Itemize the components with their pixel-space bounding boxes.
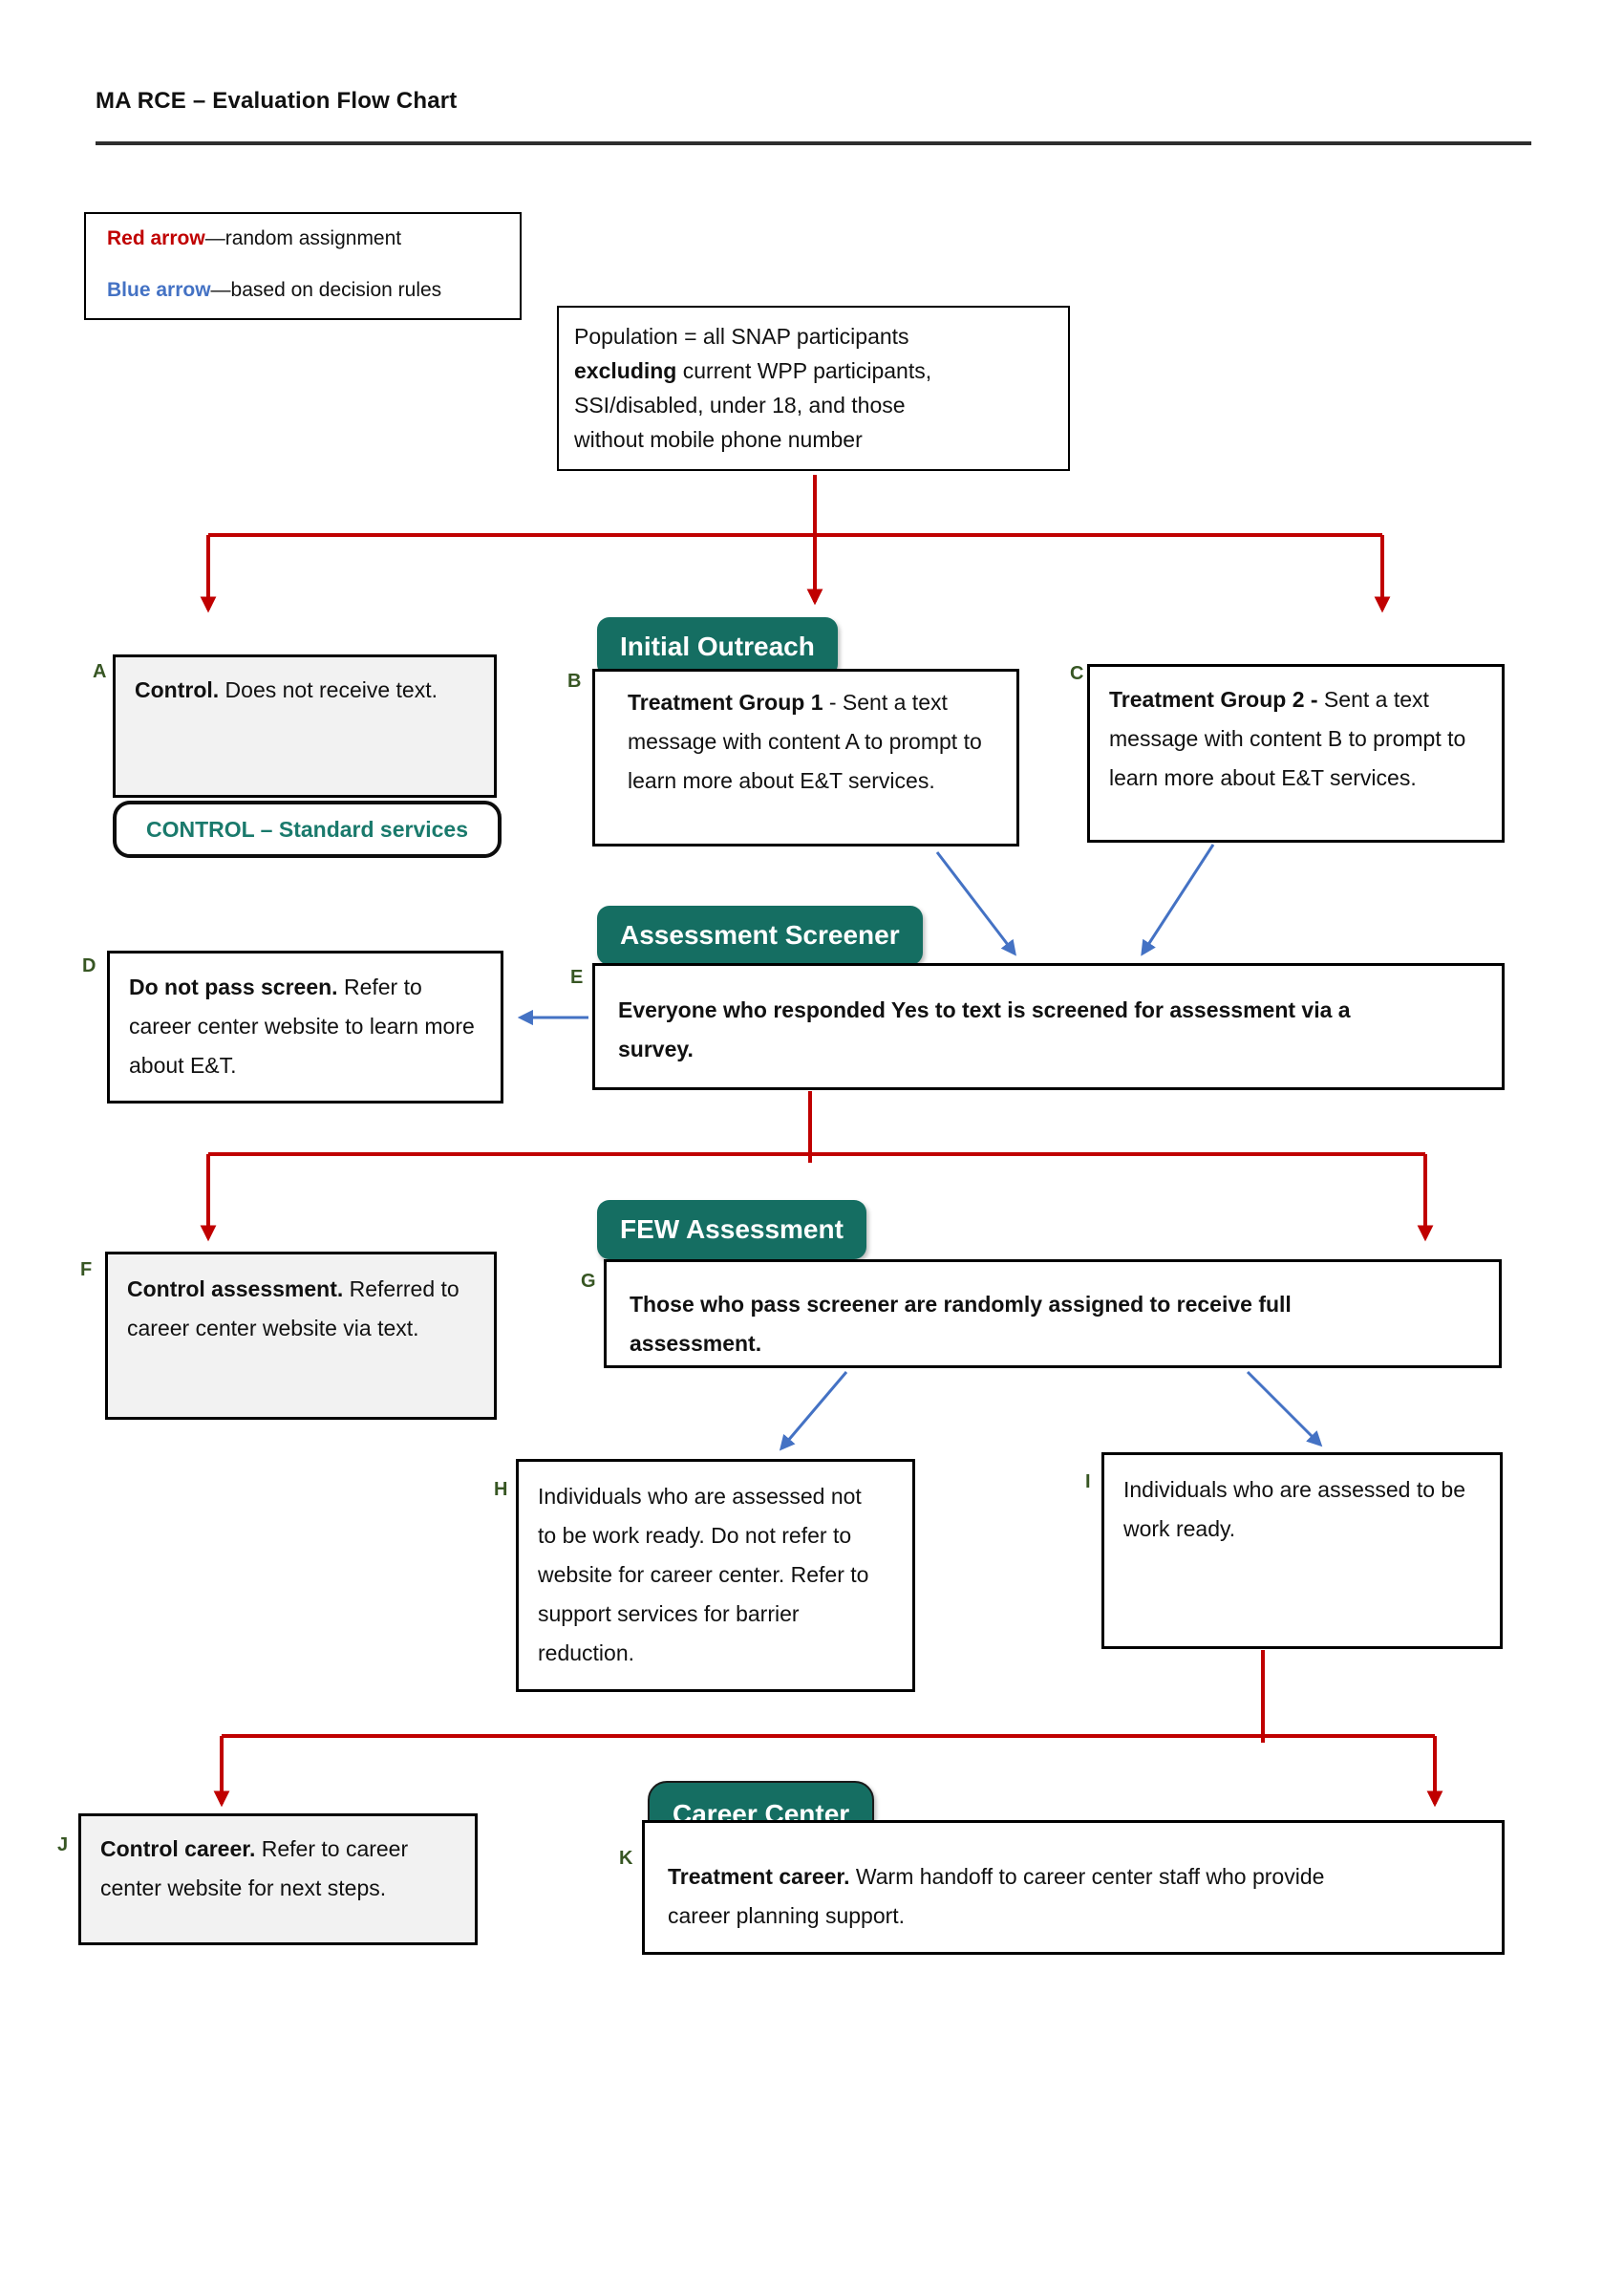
treatment-career-text: Warm handoff to career center staff who … xyxy=(668,1864,1325,1928)
node-label-k: K xyxy=(619,1848,633,1869)
stage-initial-outreach: Initial Outreach xyxy=(597,617,838,676)
work-ready-text: Individuals who are assessed to be work … xyxy=(1123,1477,1465,1541)
control-assessment-text: Referred to career center website via te… xyxy=(127,1276,459,1340)
screener-text: Everyone who responded Yes to text is sc… xyxy=(618,997,1351,1061)
not-work-ready-box: Individuals who are assessed not to be w… xyxy=(516,1459,915,1692)
legend-red-arrow: Red arrow—random assignment xyxy=(107,227,520,250)
population-text-pre: Population = all SNAP participants xyxy=(574,324,909,349)
page-title: MA RCE – Evaluation Flow Chart xyxy=(96,88,458,114)
treatment-group2-lead: Treatment Group 2 - xyxy=(1109,687,1318,712)
screener-box: Everyone who responded Yes to text is sc… xyxy=(592,963,1505,1090)
control-box-text: Does not receive text. xyxy=(219,677,438,702)
control-career-lead: Control career. xyxy=(100,1836,256,1861)
treatment-career-box: Treatment career. Warm handoff to career… xyxy=(642,1820,1505,1955)
no-pass-screen-lead: Do not pass screen. xyxy=(129,975,338,999)
node-label-f: F xyxy=(80,1259,93,1280)
legend-blue-label: Blue arrow xyxy=(107,279,211,301)
node-label-g: G xyxy=(581,1271,596,1292)
treatment-group2-box: Treatment Group 2 - Sent a text message … xyxy=(1087,664,1505,843)
legend-red-desc: —random assignment xyxy=(204,227,402,249)
legend-blue-desc: —based on decision rules xyxy=(210,279,442,301)
control-standard-services-pill: CONTROL – Standard services xyxy=(113,801,502,858)
treatment-career-lead: Treatment career. xyxy=(668,1864,850,1889)
work-ready-box: Individuals who are assessed to be work … xyxy=(1101,1452,1503,1649)
node-label-b: B xyxy=(567,671,582,692)
control-box: Control. Does not receive text. xyxy=(113,654,497,798)
arrow-few-to-notready xyxy=(779,1371,848,1451)
legend-red-label: Red arrow xyxy=(107,227,205,249)
treatment-group1-text: - Sent a text message with content A to … xyxy=(628,690,982,793)
arrow-few-to-ready xyxy=(1246,1370,1323,1447)
population-text-post: current WPP participants, SSI/disabled, … xyxy=(574,358,932,452)
node-label-a: A xyxy=(93,661,107,682)
legend-box: Red arrow—random assignment Blue arrow—b… xyxy=(84,212,522,320)
treatment-group1-lead: Treatment Group 1 xyxy=(628,690,823,715)
control-assessment-lead: Control assessment. xyxy=(127,1276,344,1301)
treatment-group2-text: Sent a text message with content B to pr… xyxy=(1109,687,1466,790)
population-text-bold: excluding xyxy=(574,358,677,383)
node-label-h: H xyxy=(494,1479,508,1500)
stage-assessment-screener: Assessment Screener xyxy=(597,906,923,965)
legend-blue-arrow: Blue arrow—based on decision rules xyxy=(107,279,520,302)
node-label-j: J xyxy=(57,1834,69,1855)
node-label-c: C xyxy=(1070,663,1084,684)
few-assessment-box: Those who pass screener are randomly ass… xyxy=(604,1259,1502,1368)
treatment-group1-box: Treatment Group 1 - Sent a text message … xyxy=(592,669,1019,846)
control-career-box: Control career. Refer to career center w… xyxy=(78,1813,478,1945)
node-label-e: E xyxy=(570,967,584,988)
node-label-i: I xyxy=(1085,1471,1091,1492)
population-box: Population = all SNAP participants exclu… xyxy=(557,306,1070,471)
node-label-d: D xyxy=(82,955,96,976)
control-box-lead: Control. xyxy=(135,677,220,702)
few-assessment-text: Those who pass screener are randomly ass… xyxy=(630,1292,1292,1356)
not-work-ready-text: Individuals who are assessed not to be w… xyxy=(538,1484,869,1665)
no-pass-screen-text: Refer to career center website to learn … xyxy=(129,975,475,1078)
title-divider xyxy=(96,141,1531,145)
no-pass-screen-box: Do not pass screen. Refer to career cent… xyxy=(107,951,503,1104)
stage-few-assessment: FEW Assessment xyxy=(597,1200,866,1259)
arrow-treatment1-to-screener xyxy=(935,851,1016,956)
control-career-text: Refer to career center website for next … xyxy=(100,1836,409,1900)
control-assessment-box: Control assessment. Referred to career c… xyxy=(105,1252,497,1420)
arrow-treatment2-to-screener xyxy=(1141,844,1215,956)
